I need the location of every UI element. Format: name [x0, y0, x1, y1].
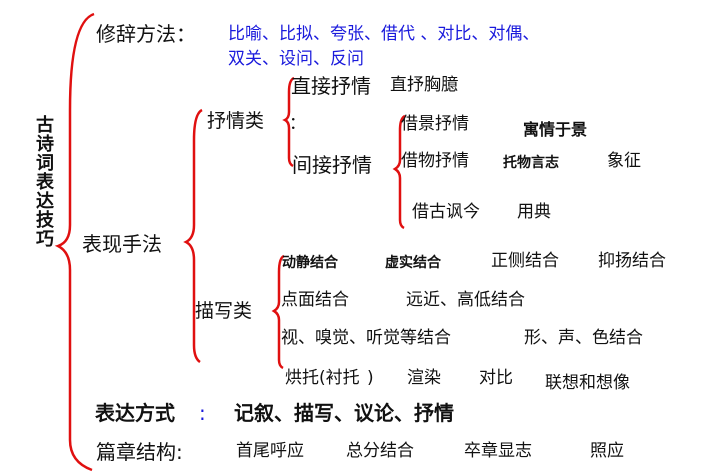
indirect-item-extra: 象征	[607, 151, 641, 171]
description-item: 虚实结合	[385, 255, 441, 271]
rhetoric-label: 修辞方法：	[96, 22, 196, 46]
description-item: 动静结合	[282, 255, 338, 271]
structure-item: 总分结合	[346, 441, 414, 461]
root-title: 古诗词表达技巧	[33, 115, 54, 248]
indirect-lyric-label: 间接抒情	[292, 153, 372, 177]
description-item: 渲染	[407, 368, 441, 388]
indirect-item-detail: 用典	[517, 202, 551, 222]
structure-item: 卒章显志	[464, 441, 532, 461]
structure-item: 首尾呼应	[236, 441, 304, 461]
indirect-item-label: 借物抒情	[401, 151, 469, 171]
expression-mode-colon: :	[199, 401, 206, 425]
description-label: 描写类	[195, 300, 253, 322]
structure-label: 篇章结构:	[96, 440, 183, 464]
close-paren: )	[367, 368, 374, 388]
description-item: 抑扬结合	[598, 251, 666, 271]
description-item: 远近、高低结合	[406, 290, 525, 310]
description-item: 烘托(衬托	[285, 368, 360, 388]
direct-lyric-label: 直接抒情	[291, 74, 371, 98]
description-item: 点面结合	[281, 290, 349, 310]
indirect-item-detail: 寓情于景	[523, 120, 588, 139]
indirect-item-detail: 托物言志	[503, 155, 559, 171]
indirect-item-label: 借古讽今	[412, 202, 480, 222]
expression-mode-label: 表达方式	[95, 401, 175, 425]
description-item: 对比	[479, 368, 513, 388]
description-item: 形、声、色结合	[524, 328, 643, 348]
rhetoric-list-line2: 双关、设问、反问	[228, 49, 364, 69]
techniques-brace	[183, 108, 203, 364]
root-brace	[54, 12, 95, 472]
techniques-label: 表现手法	[82, 232, 162, 256]
description-brace	[271, 254, 285, 370]
rhetoric-list-line1: 比喻、比拟、夸张、借代 、对比、对偶、	[228, 24, 540, 44]
expression-mode-value: 记叙、描写、议论、抒情	[234, 401, 454, 425]
description-item: 正侧结合	[491, 251, 559, 271]
indirect-item-label: 借景抒情	[401, 114, 469, 134]
lyric-brace	[282, 76, 295, 168]
indirect-brace	[392, 114, 406, 230]
description-item: 视、嗅觉、听觉等结合	[281, 328, 451, 348]
direct-lyric-item: 直抒胸臆	[390, 75, 458, 95]
description-item: 联想和想像	[545, 373, 630, 393]
lyric-label: 抒情类	[207, 110, 265, 132]
structure-item: 照应	[590, 441, 624, 461]
lyric-colon: ：	[289, 114, 306, 134]
